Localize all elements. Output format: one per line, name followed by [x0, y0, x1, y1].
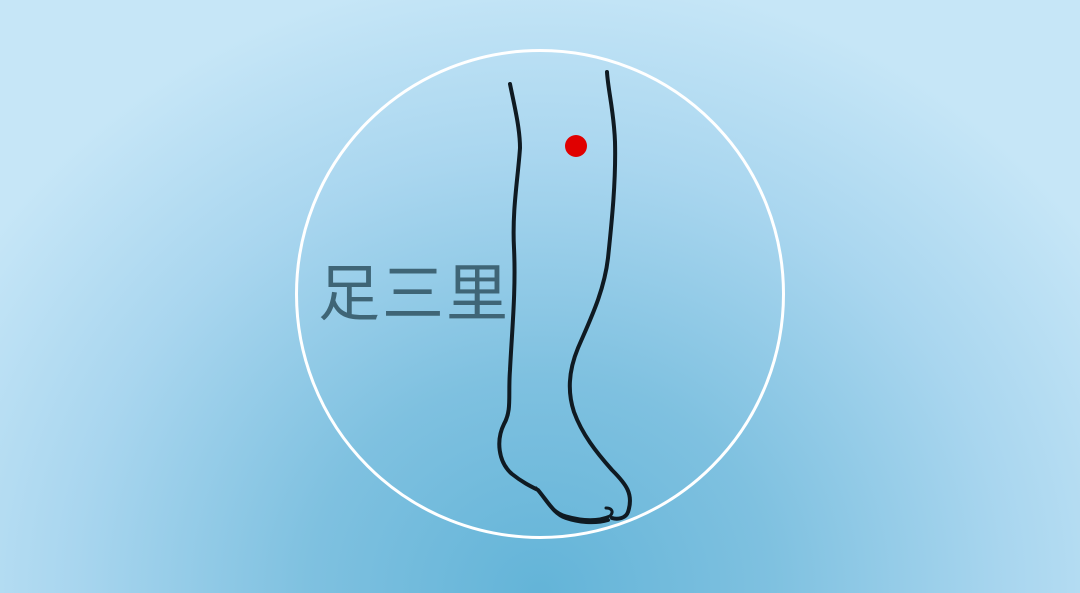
foot-outline: [534, 486, 614, 522]
shin-outline: [567, 70, 632, 521]
acupoint-marker: [565, 135, 587, 157]
highlight-ring: [295, 49, 785, 539]
acupoint-label: 足三里: [318, 257, 511, 330]
calf-outline: [497, 82, 610, 525]
